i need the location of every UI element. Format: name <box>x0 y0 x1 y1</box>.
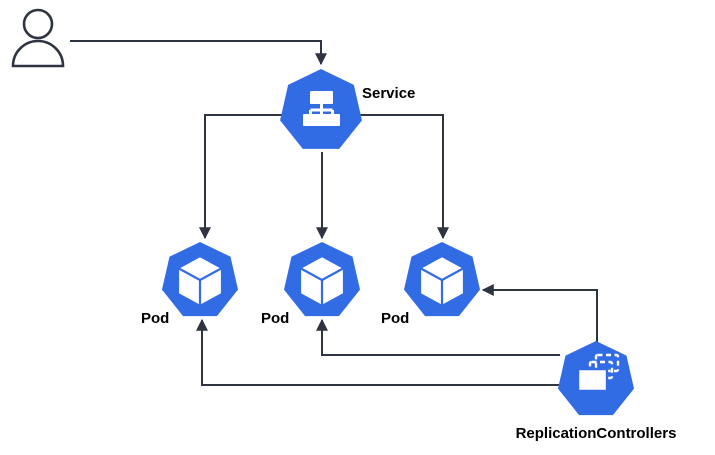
service-label: Service <box>362 85 415 102</box>
node-replicationcontrollers[interactable] <box>557 341 635 416</box>
node-service[interactable] <box>280 69 362 149</box>
replication-controllers-icon <box>576 353 620 393</box>
pod-3-label: Pod <box>381 310 409 327</box>
replicationcontrollers-label: ReplicationControllers <box>516 425 677 442</box>
user-icon <box>11 8 65 68</box>
node-pod-1[interactable] <box>161 242 239 317</box>
node-pod-2[interactable] <box>283 242 361 317</box>
pod-cube-icon <box>176 254 224 308</box>
edge-service-to-pod-3 <box>360 114 449 240</box>
edge-rc-to-pod-2 <box>316 318 560 356</box>
service-hierarchy-icon <box>303 91 340 126</box>
pod-cube-icon <box>418 254 466 308</box>
pod-2-label: Pod <box>261 310 289 327</box>
edge-rc-to-pod-3 <box>481 284 598 345</box>
edge-rc-to-pod-1 <box>196 318 560 386</box>
node-pod-3[interactable] <box>403 242 481 317</box>
edge-user-to-service <box>70 40 327 66</box>
pod-1-label: Pod <box>141 310 169 327</box>
edges-layer <box>70 40 598 386</box>
pod-cube-icon <box>298 254 346 308</box>
edge-service-to-pod-1 <box>199 114 283 240</box>
